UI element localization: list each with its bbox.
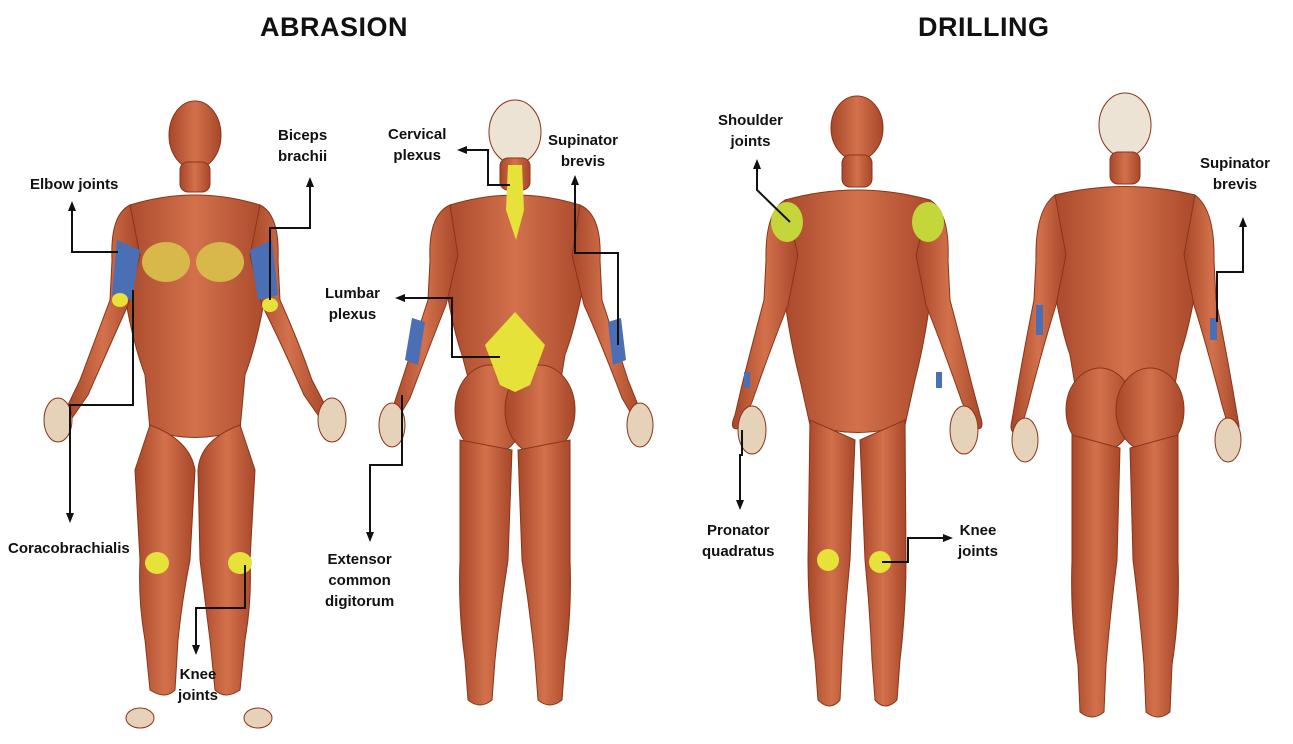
right-shoulder-highlight xyxy=(912,202,944,242)
label-elbow-joints: Elbow joints xyxy=(30,174,118,195)
label-cervical-plexus: Cervical plexus xyxy=(388,124,446,166)
label-knee-joints-abrasion: Knee joints xyxy=(178,664,218,706)
label-extensor-common-digitorum: Extensor common digitorum xyxy=(325,549,394,612)
left-wrist-highlight xyxy=(744,372,750,388)
supinator-brevis-arrow-drilling xyxy=(1217,222,1243,322)
label-coracobrachialis: Coracobrachialis xyxy=(8,538,130,559)
left-knee-highlight xyxy=(817,549,839,571)
right-elbow-highlight xyxy=(262,298,278,312)
right-knee-highlight xyxy=(228,552,252,574)
male-front-figure xyxy=(732,96,982,706)
breast-tissue xyxy=(142,242,190,282)
breast-tissue xyxy=(196,242,244,282)
elbow-joints-arrow xyxy=(72,206,118,252)
label-supinator-brevis-abrasion: Supinator brevis xyxy=(548,130,618,172)
label-biceps-brachii: Biceps brachii xyxy=(278,125,327,167)
label-knee-joints-drilling: Knee joints xyxy=(958,520,998,562)
left-elbow-highlight xyxy=(112,293,128,307)
left-knee-highlight xyxy=(145,552,169,574)
label-pronator-quadratus: Pronator quadratus xyxy=(702,520,775,562)
label-supinator-brevis-drilling: Supinator brevis xyxy=(1200,153,1270,195)
label-shoulder-joints: Shoulder joints xyxy=(718,110,783,152)
left-forearm-highlight xyxy=(1036,305,1043,335)
right-wrist-highlight xyxy=(936,372,942,388)
right-forearm-highlight xyxy=(1210,318,1217,340)
label-lumbar-plexus: Lumbar plexus xyxy=(325,283,380,325)
